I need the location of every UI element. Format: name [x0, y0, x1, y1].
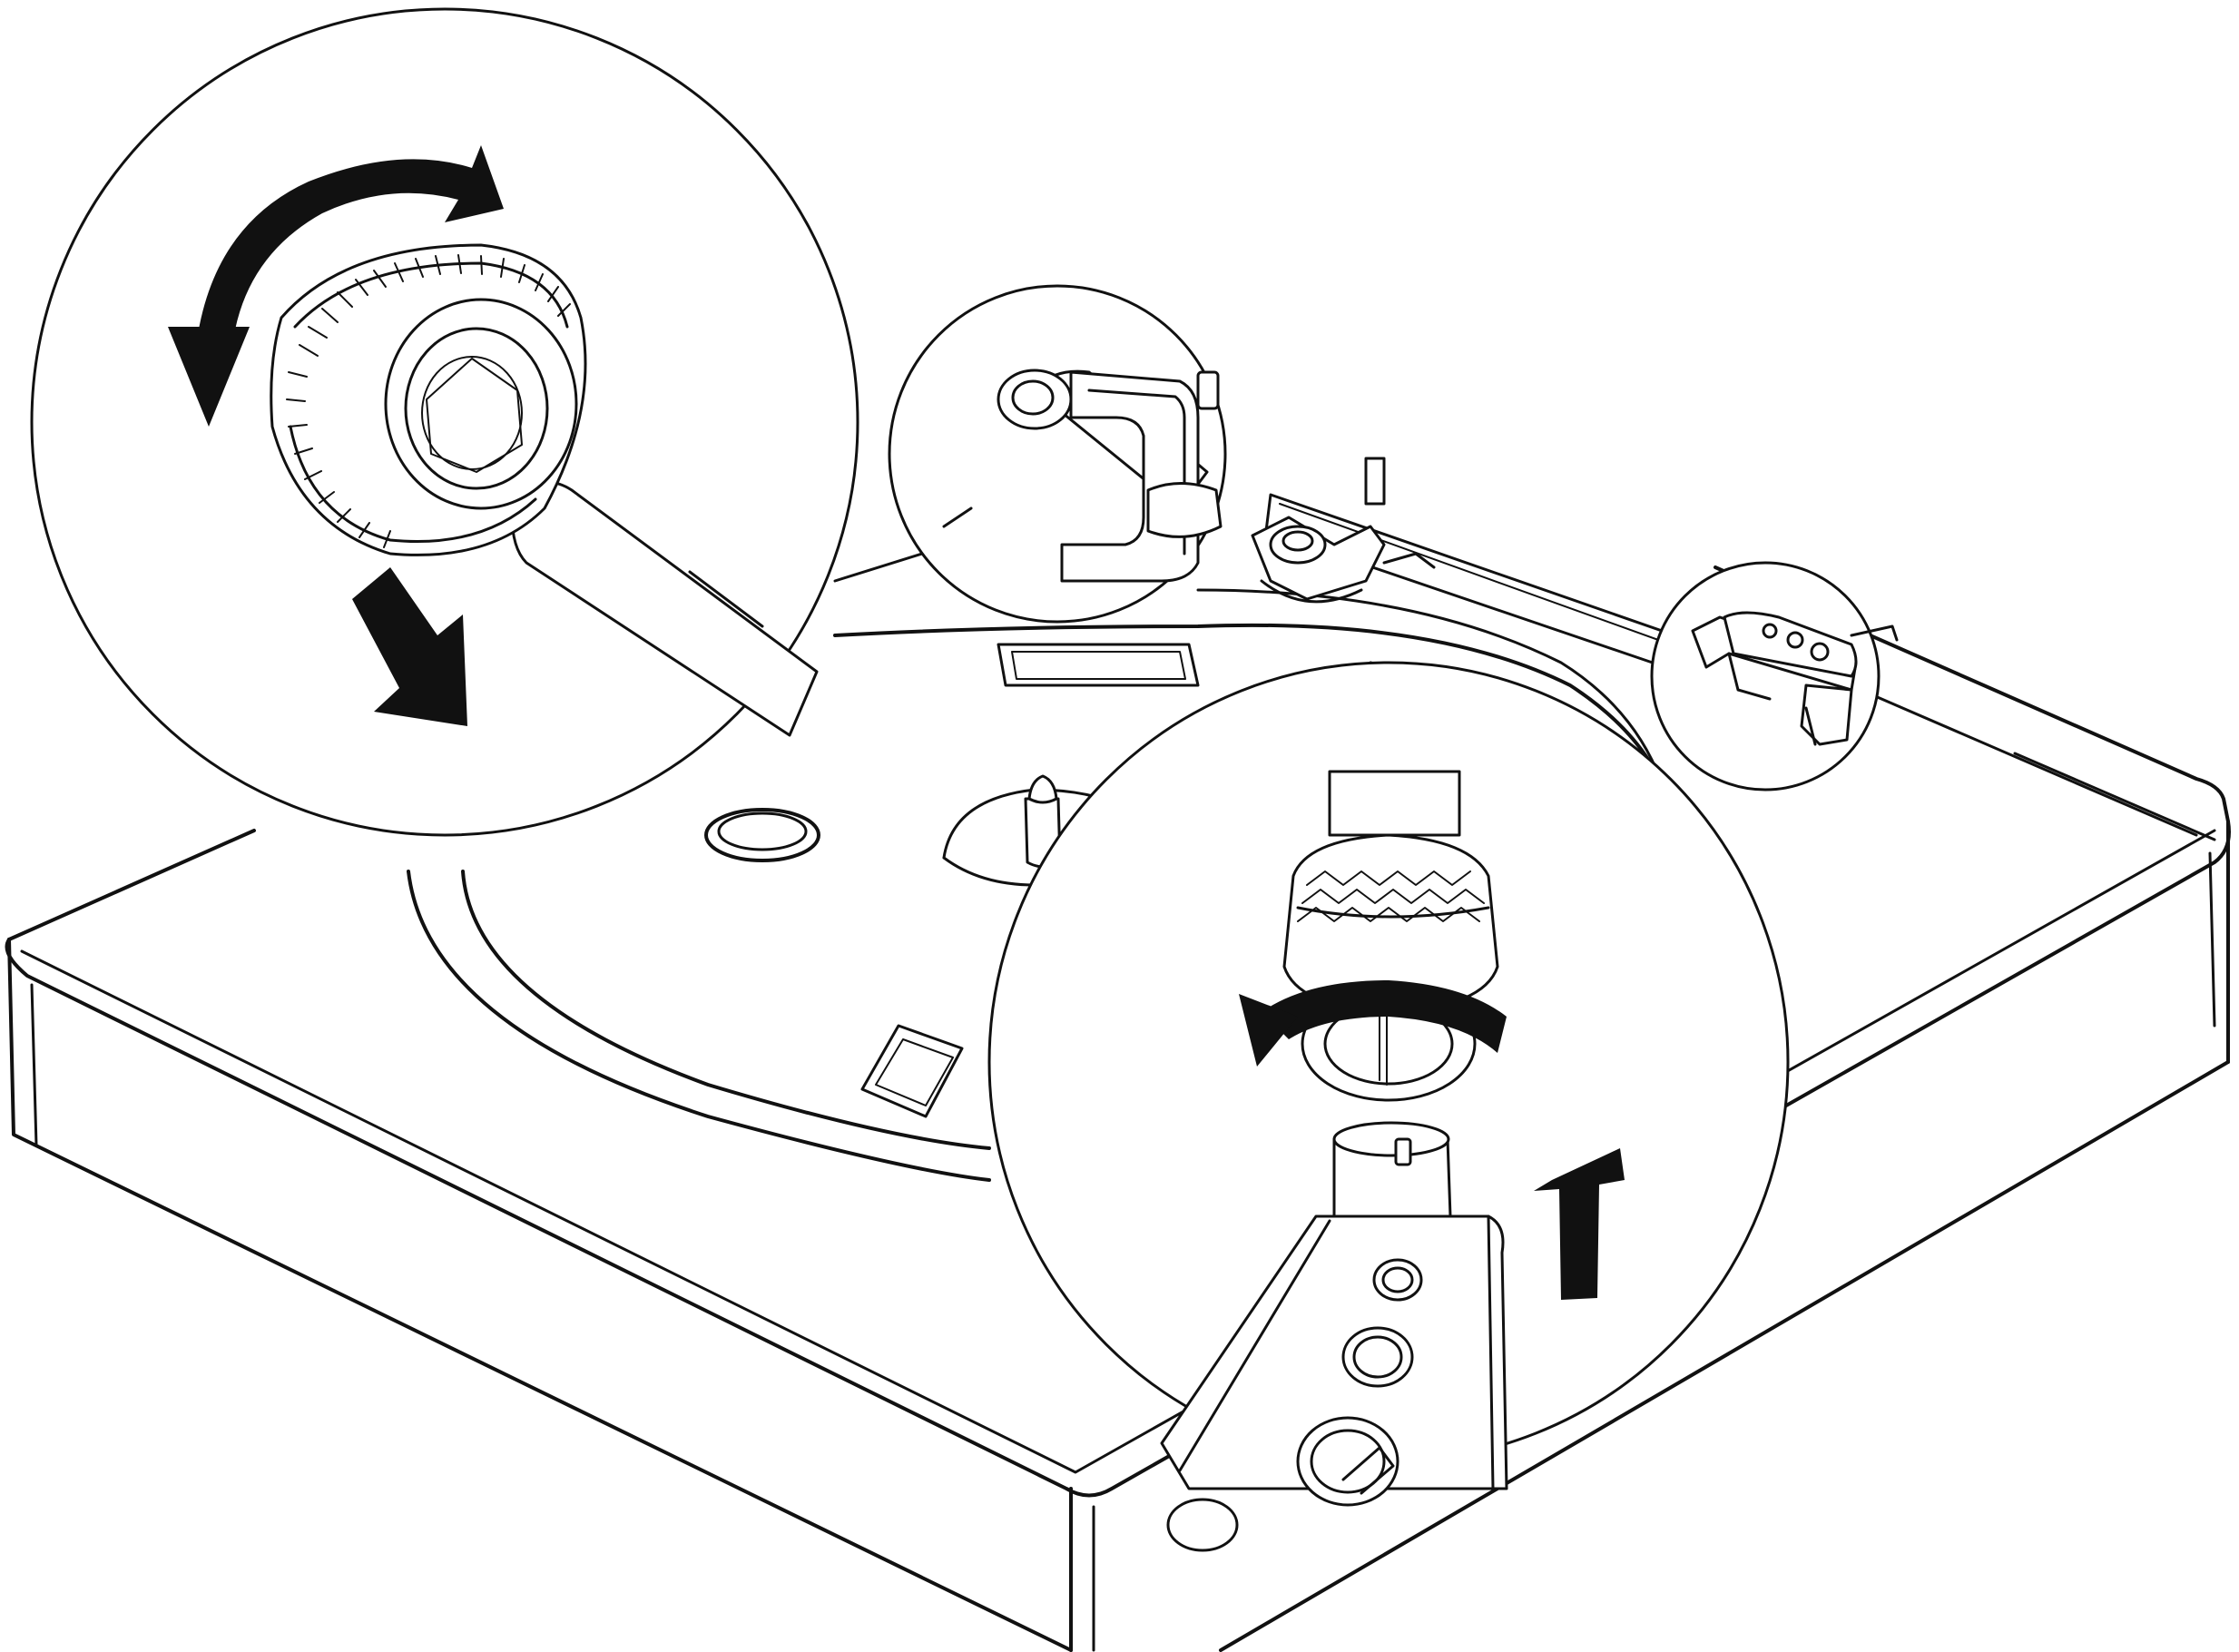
- collet-nut-2: [1282, 833, 1499, 1102]
- loosen-collet-callout: [30, 7, 859, 837]
- curved-rotate-arrow-icon: [1239, 980, 1507, 1067]
- up-arrow-icon: [1534, 1148, 1625, 1300]
- platter-well: [407, 588, 1676, 1182]
- curved-rotate-arrow-icon: [168, 145, 504, 427]
- headshell-connector: [1160, 1121, 1508, 1552]
- down-right-arrow-icon: [352, 567, 467, 726]
- collet-nut-1: [270, 243, 587, 556]
- tonearm: [1251, 457, 1690, 674]
- attach-headshell-callout: [987, 661, 1790, 1552]
- headshell-callout: [1650, 561, 1899, 792]
- tonearm-base-callout: [888, 284, 1227, 624]
